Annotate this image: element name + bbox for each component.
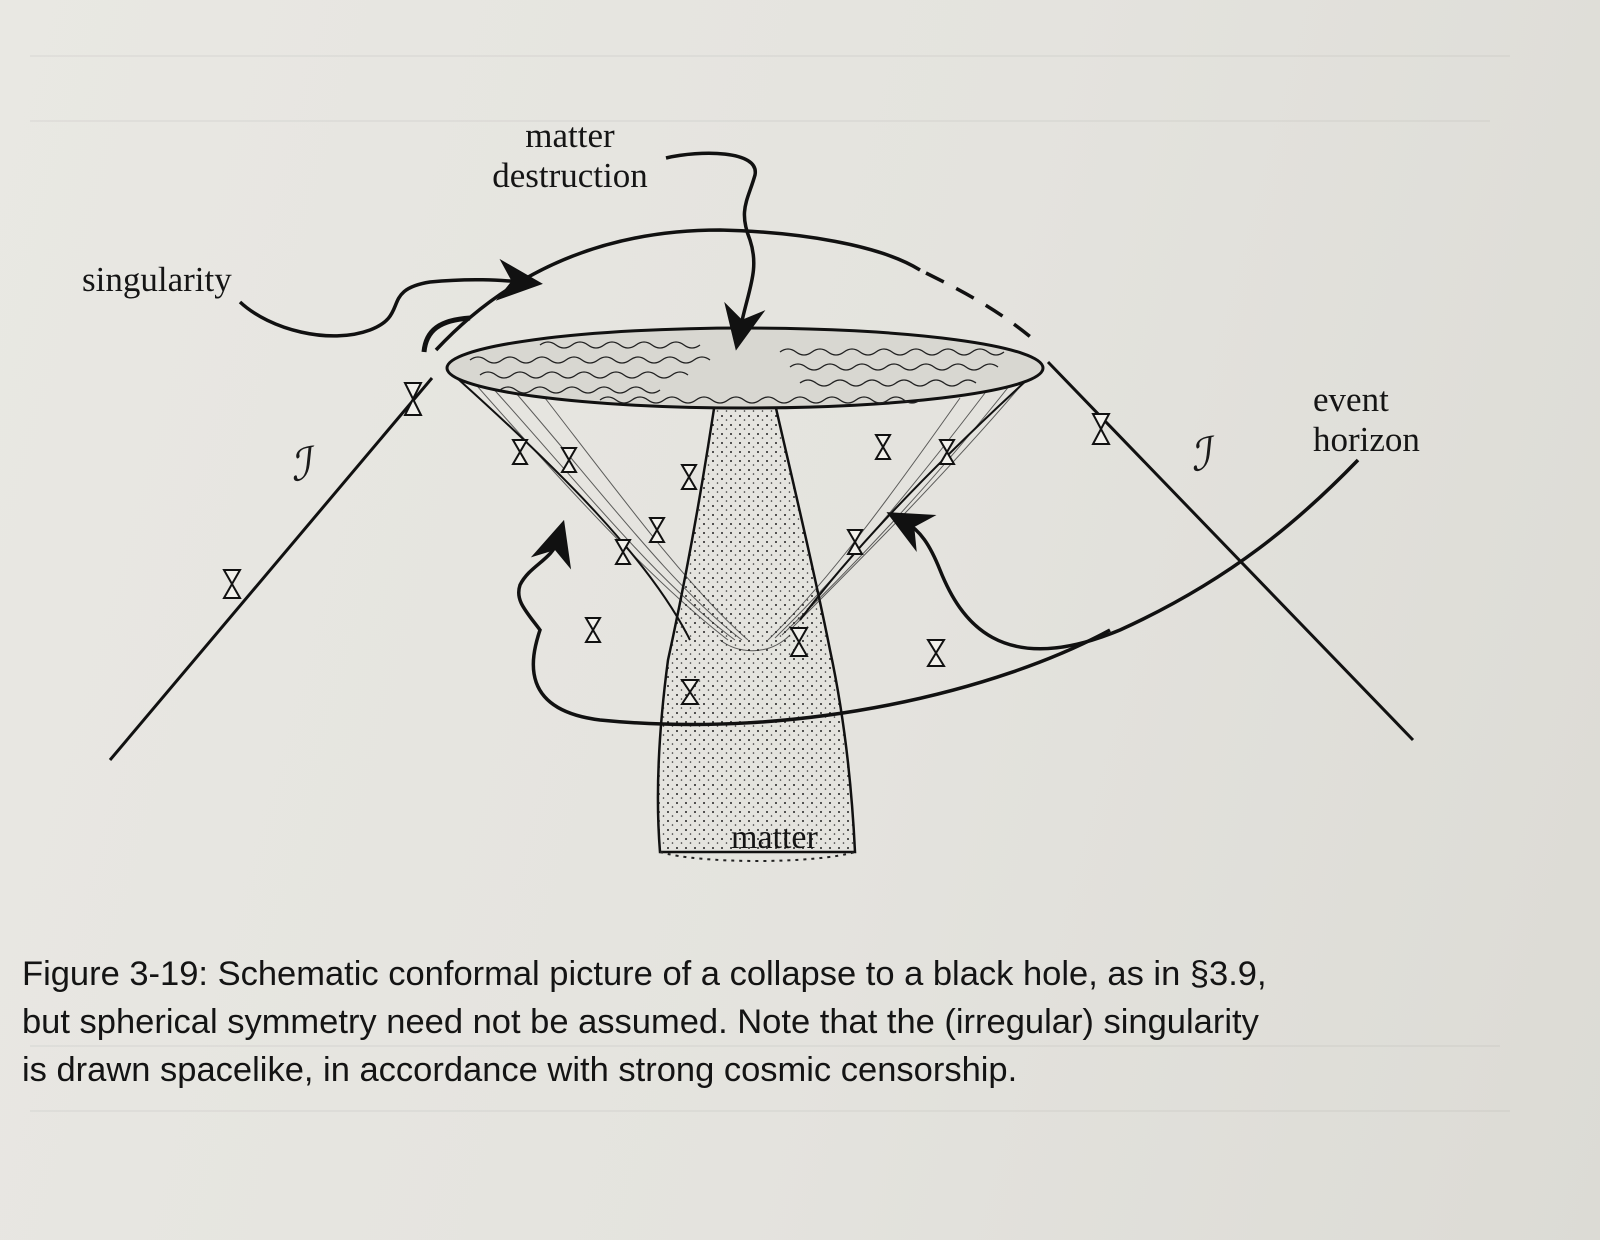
caption-line-2: but spherical symmetry need not be assum… bbox=[22, 1003, 1259, 1041]
null-infinity-right-line bbox=[1046, 360, 1415, 742]
singularity-pointer-arrow bbox=[238, 258, 543, 338]
matter-bottom-dots bbox=[659, 851, 856, 862]
light-cone-icon bbox=[680, 464, 698, 490]
matter-pointer-arrow bbox=[517, 519, 1111, 727]
bleed-through-text bbox=[30, 1110, 1510, 1112]
null-infinity-left-line bbox=[108, 377, 434, 761]
label-singularity: singularity bbox=[82, 260, 232, 299]
figure-caption: Figure 3-19: Schematic conformal picture… bbox=[22, 950, 1512, 1094]
horizon-surface-lines bbox=[469, 374, 1031, 652]
caption-line-1: Figure 3-19: Schematic conformal picture… bbox=[22, 955, 1267, 993]
light-cone-icon bbox=[789, 627, 809, 657]
light-cone-icon bbox=[614, 539, 632, 565]
light-cone-icon bbox=[874, 434, 892, 460]
label-matter-destruction-line1: matter bbox=[525, 116, 615, 155]
singularity-pointer-curl bbox=[421, 315, 471, 353]
matter-tube bbox=[656, 380, 857, 854]
light-cone-icon bbox=[926, 639, 946, 667]
light-cone-icon bbox=[403, 382, 423, 416]
light-cone-icon bbox=[511, 439, 529, 465]
singularity-disc-texture bbox=[469, 341, 1005, 404]
light-cone-icon bbox=[222, 569, 242, 599]
light-cone-icon bbox=[648, 517, 666, 543]
light-cone-icon bbox=[846, 529, 864, 555]
light-cone-icon bbox=[560, 447, 578, 473]
light-cone-icon bbox=[938, 439, 956, 465]
label-matter: matter bbox=[731, 819, 818, 856]
horizon-left-edge bbox=[447, 369, 691, 641]
black-hole-conformal-figure: matter destruction singularity event hor… bbox=[82, 116, 1420, 862]
label-matter-destruction: matter destruction bbox=[470, 116, 670, 196]
singularity-disc bbox=[445, 326, 1045, 410]
caption-line-3: is drawn spacelike, in accordance with s… bbox=[22, 1051, 1018, 1089]
light-cone-icon bbox=[680, 679, 700, 705]
event-horizon-pointer-arrow bbox=[886, 458, 1360, 651]
label-event-horizon-line2: horizon bbox=[1313, 420, 1420, 459]
light-cones bbox=[222, 382, 1111, 705]
label-matter-destruction-line2: destruction bbox=[492, 156, 648, 195]
label-event-horizon: event horizon bbox=[1313, 380, 1420, 460]
light-cone-icon bbox=[1091, 413, 1111, 445]
light-cone-icon bbox=[584, 617, 602, 643]
singularity-dashed-arc bbox=[925, 271, 1042, 347]
label-event-horizon-line1: event bbox=[1313, 380, 1389, 419]
matter-destruction-arrow bbox=[665, 151, 766, 351]
horizon-right-edge bbox=[799, 367, 1041, 621]
figure-drawing bbox=[108, 151, 1415, 862]
